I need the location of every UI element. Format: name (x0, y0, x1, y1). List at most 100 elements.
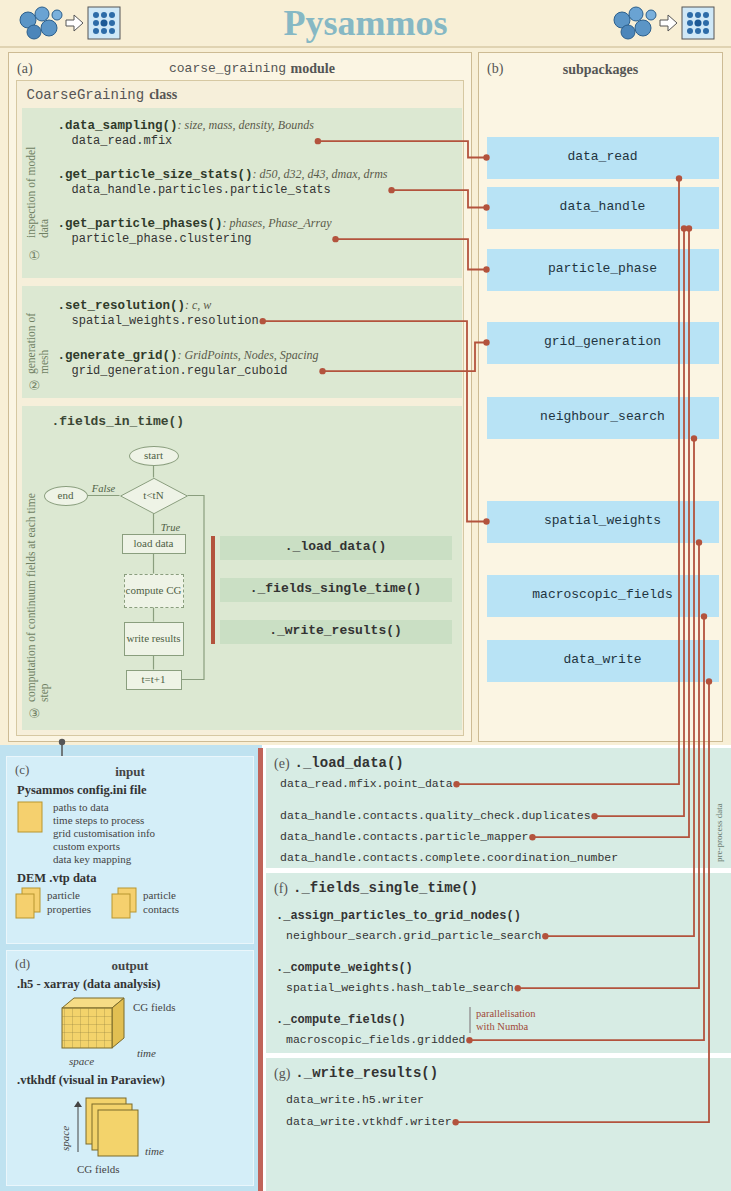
detail-panel: (f)._fields_single_time()._assign_partic… (266, 873, 731, 1053)
connector-dot (59, 739, 65, 745)
method-returns: : c, w (185, 298, 211, 312)
method-name: .get_particle_size_stats() (58, 168, 253, 182)
start-terminal: start (129, 446, 179, 466)
grid-cube (62, 998, 124, 1048)
note-bar (469, 1007, 471, 1033)
method-box: ._write_results() (220, 620, 452, 644)
method-row: .get_particle_phases(): phases, Phase_Ar… (54, 212, 336, 249)
end-terminal: end (44, 486, 88, 506)
connector-dot (696, 539, 702, 545)
method-row: data_handle.contacts.particle_mapper (276, 829, 532, 845)
step-number: ① (29, 248, 41, 264)
connector (323, 343, 487, 372)
connector-dot (483, 266, 489, 272)
connector-dot (483, 518, 489, 524)
module-path: data_write.vtkhdf.writer (286, 1115, 452, 1129)
step-caption: generation of mesh (25, 294, 51, 374)
connector-dot (315, 138, 321, 144)
method-row: .get_particle_size_stats(): d50, d32, d4… (54, 163, 392, 200)
diamond-shape (120, 478, 187, 513)
method-name: ._write_results() (269, 624, 402, 639)
module-path: particle_phase.clustering (58, 232, 332, 247)
flow-text: start (144, 449, 163, 462)
module-path: data_handle.particles.particle_stats (58, 183, 388, 198)
panel-letter: (c) (15, 762, 29, 778)
method-row: neighbour_search.grid_particle_search (282, 928, 545, 944)
method-name: ._compute_weights() (276, 961, 413, 976)
connector-dot (483, 204, 489, 210)
method-row: data_handle.contacts.quality_check.dupli… (276, 808, 595, 824)
config-file-icon (18, 802, 42, 832)
detail-panel: (e)._load_data()pre-process datadata_rea… (266, 748, 731, 868)
method-name: .generate_grid() (58, 349, 178, 363)
method-returns: : GridPoints, Nodes, Spacing (178, 348, 319, 362)
connector-dot (515, 985, 521, 991)
connector-dot (319, 368, 325, 374)
method-name: .data_sampling() (58, 119, 178, 133)
file-heading: DEM .vtp data (17, 871, 97, 887)
subpackage-box: spatial_weights (487, 501, 719, 543)
connector (336, 239, 487, 269)
output-panel: (d)output.h5 - xarray (data analysis)CG … (6, 950, 254, 1186)
module-path: data_handle.contacts.particle_mapper (280, 830, 528, 844)
subpackage-box: data_read (487, 137, 719, 179)
panel-heading: ._write_results() (295, 1065, 438, 1083)
file-heading: Pysammos config.ini file (17, 783, 147, 799)
method-name: .fields_in_time() (52, 414, 185, 430)
method-row: data_write.vtkhdf.writer (282, 1114, 456, 1130)
connector (532, 229, 689, 838)
step-number: ③ (29, 706, 41, 722)
connector-dot (681, 225, 687, 231)
package-name: spatial_weights (544, 514, 661, 529)
connector (469, 617, 704, 1041)
panel-letter: (e) (274, 755, 290, 773)
subpackage-box: grid_generation (487, 322, 719, 364)
connector (153, 466, 154, 478)
file-label: particle contacts (143, 889, 205, 917)
method-name: ._assign_particles_to_grid_nodes() (276, 909, 521, 924)
method-row: data_write.h5.writer (282, 1092, 428, 1108)
package-name: neighbour_search (540, 410, 665, 425)
edge-label: False (90, 482, 117, 495)
panel-letter: (g) (274, 1065, 290, 1083)
connector-dot (452, 1119, 458, 1125)
panel-letter: (a) (17, 60, 33, 78)
edge-label: True (159, 521, 182, 534)
method-returns: : phases, Phase_Array (223, 216, 332, 230)
connector (88, 495, 120, 496)
connector (392, 190, 487, 207)
connector-dot (691, 435, 697, 441)
file-label: particle properties (47, 889, 109, 917)
subpackage-box: neighbour_search (487, 397, 719, 439)
logo-icon (20, 7, 120, 39)
package-name: data_handle (560, 200, 646, 215)
module-path: data_write.h5.writer (286, 1093, 424, 1107)
connector (153, 608, 154, 622)
connector-dot (453, 781, 459, 787)
connector (518, 543, 699, 989)
subpackages-panel: (b)subpackagesdata_readdata_handlepartic… (478, 52, 723, 742)
diagram-title: Pysammos (284, 0, 448, 46)
module-path: macroscopic_fields.gridded (286, 1033, 465, 1047)
method-box: ._load_data() (220, 536, 452, 560)
step-number: ② (29, 378, 41, 394)
subpackage-box: macroscopic_fields (487, 575, 719, 617)
module-path: spatial_weights.hash_table_search (286, 981, 514, 995)
axis-label: time (145, 1145, 164, 1159)
method-row: macroscopic_fields.gridded (282, 1032, 469, 1048)
config-item: data key mapping (53, 853, 131, 867)
panel-letter: (f) (274, 880, 288, 898)
panel-heading: coarse_graining (169, 61, 286, 77)
process-box: compute CG (124, 574, 184, 608)
connector (595, 229, 684, 817)
panel-letter: (d) (15, 956, 30, 972)
method-bar (211, 536, 215, 644)
panel-heading: output (112, 958, 149, 974)
package-name: particle_phase (548, 262, 657, 277)
module-path: data_handle.contacts.quality_check.dupli… (280, 809, 591, 823)
process-box: t=t+1 (126, 670, 182, 690)
config-item: time steps to process (53, 814, 144, 828)
connector (456, 682, 709, 1123)
method-name: .get_particle_phases() (58, 217, 223, 231)
panel-heading: ._load_data() (295, 755, 404, 773)
